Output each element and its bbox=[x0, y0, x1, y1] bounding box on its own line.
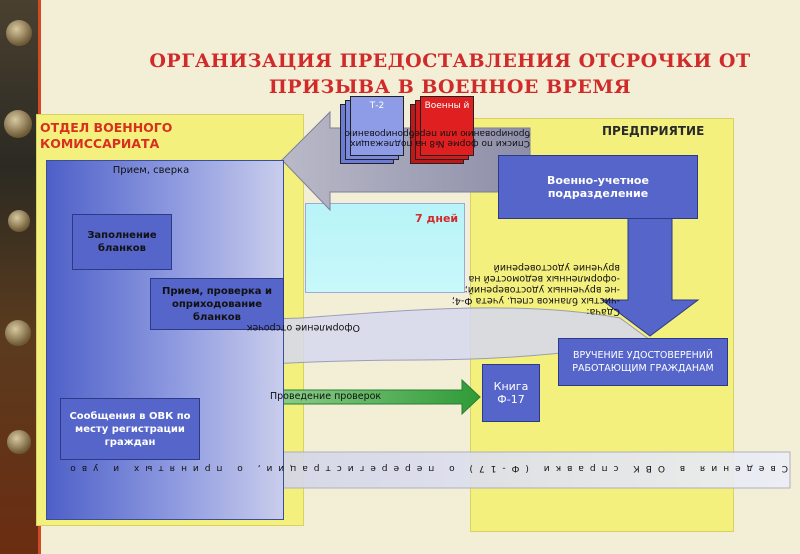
processing-period-area bbox=[305, 203, 465, 293]
t2-document: Т-2 bbox=[350, 96, 404, 156]
submission-text: Сдача: -чистых бланков спец. учета Ф-4; … bbox=[451, 262, 620, 317]
receive-check-box: Прием, проверка и оприходование бланков bbox=[150, 278, 284, 330]
inspections-label: Проведение проверок bbox=[270, 391, 382, 402]
military-doc-label: Военны й bbox=[424, 101, 470, 111]
military-unit-box: Военно-учетное подразделение bbox=[498, 155, 698, 219]
reception-label: Прием, сверка bbox=[112, 165, 190, 176]
ovk-info-text: Сведения в ОВК справки (Ф-17) о перереги… bbox=[68, 463, 788, 473]
military-document: Военны й bbox=[420, 96, 474, 156]
military-unit-label: Военно-учетное подразделение bbox=[547, 174, 649, 200]
ovk-messages-label: Сообщения в ОВК по месту регистрации гра… bbox=[69, 410, 191, 448]
seven-days-label: 7 дней bbox=[415, 212, 459, 225]
fill-forms-label: Заполнение бланков bbox=[87, 230, 157, 254]
fill-forms-box: Заполнение бланков bbox=[72, 214, 172, 270]
receive-check-label: Прием, проверка и оприходование бланков bbox=[162, 285, 272, 323]
book-f17-label: Книга Ф-17 bbox=[493, 380, 529, 406]
commissariat-title: ОТДЕЛ ВОЕННОГО КОМИССАРИАТА bbox=[40, 120, 173, 151]
issue-certificates-box: ВРУЧЕНИЕ УДОСТОВЕРЕНИЙ РАБОТАЮЩИМ ГРАЖДА… bbox=[558, 338, 728, 386]
issue-certificates-label: ВРУЧЕНИЕ УДОСТОВЕРЕНИЙ РАБОТАЮЩИМ ГРАЖДА… bbox=[572, 350, 714, 374]
t2-label: Т-2 bbox=[369, 101, 385, 111]
enterprise-title: ПРЕДПРИЯТИЕ bbox=[602, 124, 705, 138]
slide-title: ОРГАНИЗАЦИЯ ПРЕДОСТАВЛЕНИЯ ОТСРОЧКИ ОТ П… bbox=[149, 50, 751, 98]
lists-form8-text: Списки по форме №8 на подлежащих брониро… bbox=[344, 128, 530, 148]
lists-arrow bbox=[281, 110, 531, 212]
book-f17-box: Книга Ф-17 bbox=[482, 364, 540, 422]
formalize-text: Оформление отсрочек bbox=[246, 322, 360, 333]
decorative-photo-strip bbox=[0, 0, 38, 554]
ovk-messages-box: Сообщения в ОВК по месту регистрации гра… bbox=[60, 398, 200, 460]
